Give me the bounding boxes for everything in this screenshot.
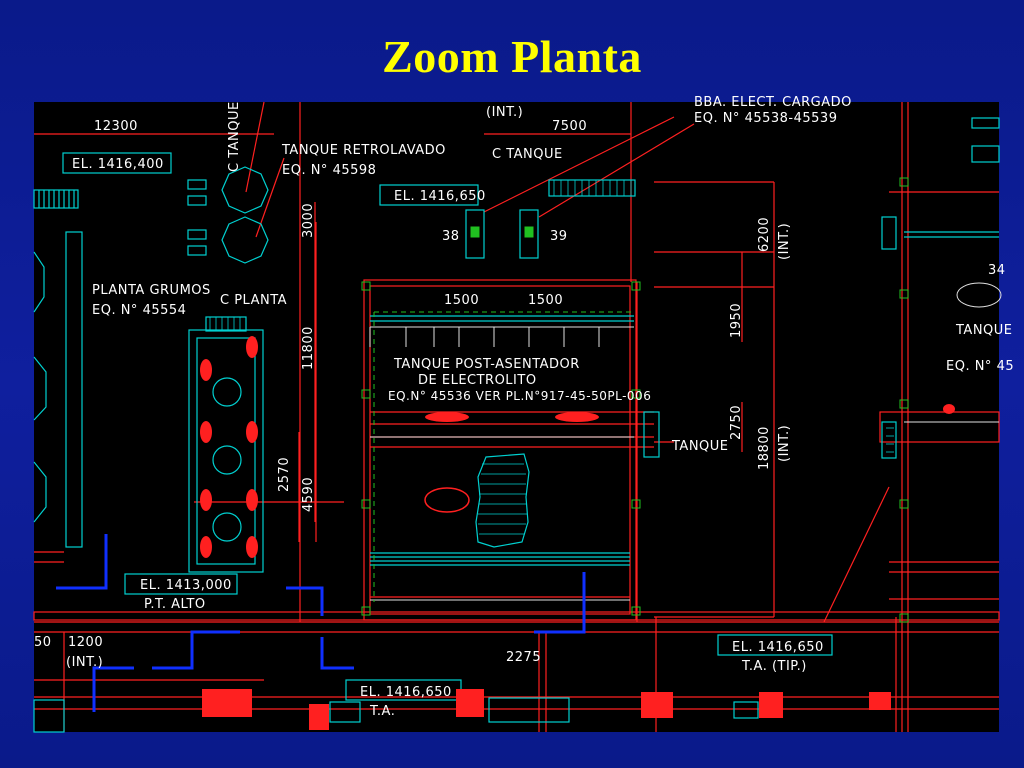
label-eq-45554: EQ. N° 45554 xyxy=(92,303,186,318)
equipment-outlines xyxy=(33,117,1000,733)
green-dashed-lines xyxy=(373,311,634,602)
label-tanque-retrolavado: TANQUE RETROLAVADO xyxy=(281,143,446,158)
label-2275: 2275 xyxy=(506,650,541,665)
label-eq-45536: EQ.N° 45536 VER PL.N°917-45-50PL-006 xyxy=(388,389,651,403)
label-11800: 11800 xyxy=(301,326,316,370)
label-7500: 7500 xyxy=(552,119,587,134)
grating-hatches xyxy=(209,180,894,535)
label-el-1413-000: EL. 1413,000 xyxy=(140,578,232,593)
label-1500-b: 1500 xyxy=(528,293,563,308)
label-34: 34 xyxy=(988,263,1006,278)
platform-rails xyxy=(369,326,999,601)
green-markers xyxy=(361,177,909,623)
label-el-1416-650-a: EL. 1416,650 xyxy=(394,189,486,204)
label-12300: 12300 xyxy=(94,119,138,134)
label-ta: T.A. xyxy=(369,704,395,719)
label-int-top: (INT.) xyxy=(486,105,523,120)
label-1500-a: 1500 xyxy=(444,293,479,308)
cad-plan-svg: 12300 (INT.) 7500 BBA. ELECT. CARGADO EQ… xyxy=(33,95,1014,733)
label-int-1200: (INT.) xyxy=(66,655,103,670)
label-int-6200: (INT.) xyxy=(777,223,792,260)
label-el-1416-650-c: EL. 1416,650 xyxy=(360,685,452,700)
red-fill-shapes xyxy=(200,336,955,730)
label-6200: 6200 xyxy=(757,217,772,252)
label-2570: 2570 xyxy=(277,457,292,492)
label-3000: 3000 xyxy=(301,203,316,238)
label-tanque-post: TANQUE POST-ASENTADOR xyxy=(393,357,580,372)
white-oval xyxy=(956,282,1002,308)
label-50: 50 xyxy=(34,635,52,650)
label-bba-elect: BBA. ELECT. CARGADO xyxy=(694,95,852,110)
structure-lines xyxy=(33,101,1000,732)
label-39: 39 xyxy=(550,229,568,244)
slide-title: Zoom Planta xyxy=(382,31,642,82)
label-pt-alto: P.T. ALTO xyxy=(144,597,206,612)
label-c-planta: C PLANTA xyxy=(220,293,287,308)
red-oval xyxy=(424,487,470,513)
label-eq-far-right: EQ. N° 45 xyxy=(946,359,1014,374)
label-planta-grumos: PLANTA GRUMOS xyxy=(92,283,211,298)
cad-drawing: 12300 (INT.) 7500 BBA. ELECT. CARGADO EQ… xyxy=(33,95,1014,733)
label-tanque-far-right: TANQUE xyxy=(955,323,1013,338)
label-el-1416-400: EL. 1416,400 xyxy=(72,157,164,172)
label-2750: 2750 xyxy=(729,405,744,440)
label-de-electrolito: DE ELECTROLITO xyxy=(418,373,537,388)
label-1950: 1950 xyxy=(729,303,744,338)
label-tanque-right: TANQUE xyxy=(671,439,729,454)
label-tanque-vertical: C TANQUE xyxy=(227,101,242,172)
label-1200: 1200 xyxy=(68,635,103,650)
label-4590: 4590 xyxy=(301,477,316,512)
label-c-tanque: C TANQUE xyxy=(492,147,563,162)
label-eq-45538: EQ. N° 45538-45539 xyxy=(694,111,837,126)
drawing-labels: 12300 (INT.) 7500 BBA. ELECT. CARGADO EQ… xyxy=(34,95,1014,719)
blue-pipes xyxy=(56,534,586,712)
label-int-18800: (INT.) xyxy=(777,425,792,462)
label-18800: 18800 xyxy=(757,426,772,470)
label-el-1416-650-b: EL. 1416,650 xyxy=(732,640,824,655)
label-38: 38 xyxy=(442,229,460,244)
label-ta-tip: T.A. (TIP.) xyxy=(741,659,807,674)
label-eq-45598: EQ. N° 45598 xyxy=(282,163,376,178)
